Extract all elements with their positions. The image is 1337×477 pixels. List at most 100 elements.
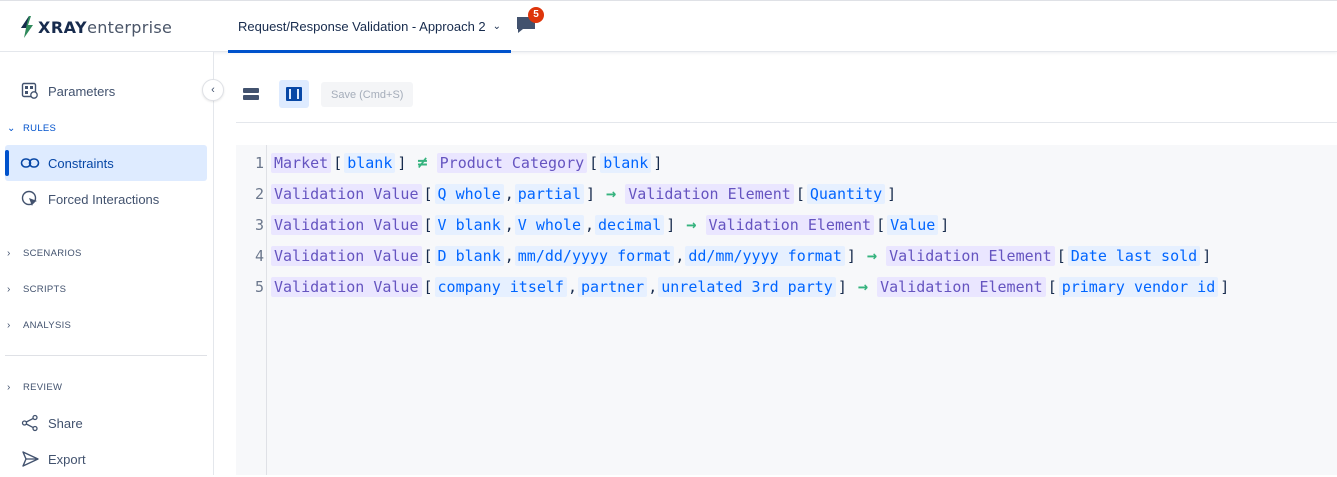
value-token: partner [578,277,648,297]
sidebar-divider [5,355,207,356]
project-title: Request/Response Validation - Approach 2 [238,19,486,34]
operator-token: → [606,184,617,204]
bracket-token: ] [1202,247,1212,265]
sidebar-item-export[interactable]: Export [5,441,207,477]
code-line[interactable]: Validation Value[V blank,V whole,decimal… [271,214,951,236]
value-token: Date last sold [1067,246,1201,266]
parameter-token: Validation Element [877,277,1046,297]
value-token: partial [514,184,584,204]
code-line[interactable]: Validation Value[company itself,partner,… [271,276,1231,298]
section-rules[interactable]: ⌄ RULES [7,120,56,136]
section-scripts[interactable]: › SCRIPTS [7,281,66,297]
send-icon [20,449,40,469]
value-token: V blank [434,215,504,235]
separator-token: , [648,278,658,296]
value-token: D blank [434,246,504,266]
section-analysis[interactable]: › ANALYSIS [7,317,71,333]
line-number: 5 [254,278,264,296]
save-button[interactable]: Save (Cmd+S) [321,82,414,107]
sidebar-item-label: Export [48,451,86,467]
operator-token: ≠ [417,153,428,173]
section-label: SCENARIOS [23,247,82,259]
section-scenarios[interactable]: › SCENARIOS [7,245,82,261]
list-view-button[interactable] [236,80,266,108]
bracket-token: ] [887,185,897,203]
toolbar-divider [236,122,1337,123]
line-number: 4 [254,247,264,265]
rows-icon [243,88,259,100]
parameter-token: Validation Value [271,246,422,266]
active-tab-underline [228,50,512,53]
value-token: blank [344,153,396,173]
bracket-token: [ [423,278,433,296]
bracket-token: ] [837,278,847,296]
line-number: 3 [254,216,264,234]
link-icon [20,153,40,173]
parameter-token: Validation Value [271,277,422,297]
sidebar-item-label: Constraints [48,155,114,171]
operator-token: → [857,277,869,297]
project-selector-tab[interactable]: Request/Response Validation - Approach 2… [228,1,512,53]
chevron-left-icon: ‹ [211,84,215,96]
bracket-token: ] [397,154,407,172]
sidebar-item-label: Forced Interactions [48,191,160,207]
chevron-right-icon: › [7,319,11,331]
chevron-right-icon: › [7,283,11,295]
lightning-bolt-icon [21,16,33,38]
parameter-token: Validation Value [271,215,422,235]
operator-token: → [686,215,697,235]
value-token: primary vendor id [1058,277,1219,297]
bracket-token: [ [333,154,343,172]
bracket-token: [ [423,185,433,203]
sidebar-item-constraints[interactable]: Constraints [5,145,207,181]
bracket-token: ] [586,185,596,203]
code-line[interactable]: Validation Value[Q whole,partial]→Valida… [271,183,898,205]
value-token: company itself [434,277,567,297]
separator-token: , [567,278,577,296]
parameter-token: Validation Element [625,184,794,204]
section-label: REVIEW [23,381,63,393]
bracket-token: [ [423,247,433,265]
separator-token: , [504,185,514,203]
sidebar-item-forced-interactions[interactable]: Forced Interactions [5,181,207,217]
sidebar [0,52,214,475]
value-token: Quantity [806,184,886,204]
section-label: ANALYSIS [23,319,72,331]
bracket-token: ] [653,154,663,172]
parameter-token: Validation Element [705,215,875,235]
bracket-token: [ [876,216,886,234]
separator-token: , [504,216,514,234]
bracket-token: ] [1220,278,1230,296]
value-token: decimal [595,215,665,235]
xray-logo[interactable]: XRAY enterprise [20,14,172,40]
chevron-right-icon: › [7,247,11,259]
bracket-token: [ [795,185,805,203]
chevron-down-icon: ⌄ [492,21,502,32]
code-line[interactable]: Market[blank]≠Product Category[blank] [271,152,664,174]
value-token: V whole [514,215,584,235]
section-label: SCRIPTS [23,283,67,295]
bracket-token: [ [423,216,433,234]
section-review[interactable]: › REVIEW [7,379,62,395]
value-token: Q whole [434,184,504,204]
line-number: 2 [254,185,264,203]
parameter-token: Product Category [436,153,588,173]
collapse-sidebar-button[interactable]: ‹ [202,79,224,101]
parameters-icon [20,81,40,101]
parameter-token: Market [271,153,332,173]
separator-token: , [585,216,595,234]
sidebar-item-share[interactable]: Share [5,405,207,441]
notifications-button[interactable]: 5 [515,7,544,36]
bracket-token: [ [1047,278,1057,296]
code-line[interactable]: Validation Value[D blank,mm/dd/yyyy form… [271,245,1213,267]
bracket-token: [ [589,154,599,172]
parameter-token: Validation Element [886,246,1055,266]
editor-view-button[interactable] [279,80,309,108]
sidebar-item-parameters[interactable]: Parameters [5,73,207,109]
section-label: RULES [23,122,57,134]
value-token: mm/dd/yyyy format [514,246,675,266]
share-icon [20,413,40,433]
value-token: Value [887,215,939,235]
top-bar: XRAY enterprise Request/Response Validat… [0,0,1337,53]
